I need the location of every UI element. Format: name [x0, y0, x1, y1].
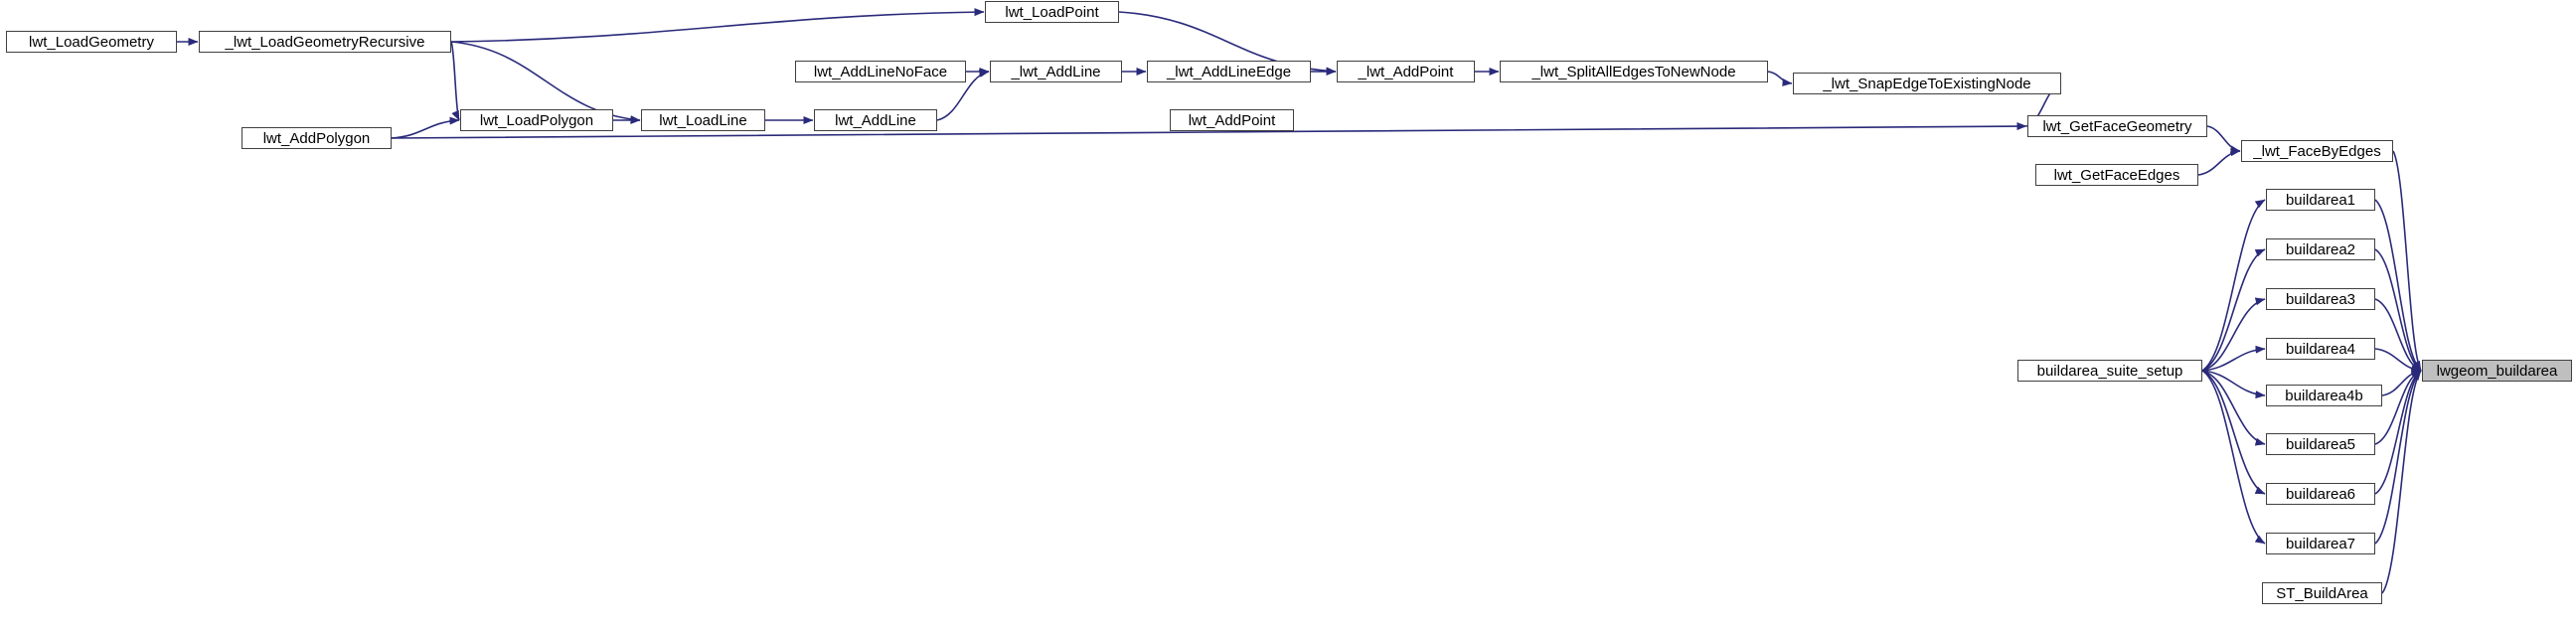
- graph-node-lwt_LoadGeometry[interactable]: lwt_LoadGeometry: [6, 31, 177, 53]
- call-edge-ST_BuildArea-to-lwgeom_buildarea: [2381, 370, 2422, 594]
- call-edge-buildarea4-to-lwgeom_buildarea: [2374, 348, 2422, 374]
- call-edge-buildarea_suite_setup-to-buildarea4: [2201, 345, 2266, 372]
- graph-node-buildarea_suite_setup[interactable]: buildarea_suite_setup: [2017, 360, 2202, 382]
- graph-node-label: _lwt_AddLineEdge: [1166, 63, 1292, 80]
- graph-node-label: lwt_LoadGeometry: [29, 33, 154, 51]
- graph-node-label: _lwt_AddPoint: [1358, 63, 1454, 80]
- graph-node-label: buildarea_suite_setup: [2036, 362, 2183, 380]
- graph-node-label: lwt_AddPoint: [1188, 111, 1276, 129]
- graph-node-label: buildarea6: [2285, 485, 2356, 503]
- graph-node-label: lwgeom_buildarea: [2436, 362, 2558, 380]
- call-edge-buildarea5-to-lwgeom_buildarea: [2374, 370, 2422, 445]
- graph-node-label: lwt_LoadPolygon: [479, 111, 594, 129]
- graph-node-buildarea4b[interactable]: buildarea4b: [2266, 385, 2382, 406]
- graph-node-buildarea6[interactable]: buildarea6: [2266, 483, 2375, 505]
- graph-node-lwgeom_buildarea[interactable]: lwgeom_buildarea: [2422, 360, 2572, 382]
- call-edge-buildarea_suite_setup-to-buildarea5: [2201, 370, 2266, 446]
- call-edge-lwt_GetFaceGeometry-to-_lwt_FaceByEdges: [2206, 125, 2241, 154]
- call-edge-lwt_GetFaceEdges-to-_lwt_FaceByEdges: [2197, 148, 2241, 176]
- call-edge-buildarea_suite_setup-to-buildarea1: [2201, 199, 2266, 372]
- graph-node-lwt_AddPoint[interactable]: lwt_AddPoint: [1170, 109, 1294, 131]
- call-edge-buildarea_suite_setup-to-buildarea2: [2201, 248, 2266, 372]
- call-edge-buildarea2-to-lwgeom_buildarea: [2374, 248, 2422, 372]
- graph-node-ST_BuildArea[interactable]: ST_BuildArea: [2262, 582, 2382, 604]
- graph-node-label: buildarea3: [2285, 290, 2356, 308]
- call-edge-_lwt_LoadGeometryRecursive-to-lwt_LoadPolygon: [450, 41, 460, 121]
- graph-node-label: buildarea7: [2285, 535, 2356, 552]
- graph-node-buildarea5[interactable]: buildarea5: [2266, 433, 2375, 455]
- graph-node-label: lwt_AddLine: [835, 111, 916, 129]
- graph-node-lwt_LoadPoint[interactable]: lwt_LoadPoint: [985, 1, 1119, 23]
- graph-node-label: ST_BuildArea: [2276, 584, 2368, 602]
- call-edge-buildarea_suite_setup-to-buildarea4b: [2201, 370, 2266, 399]
- graph-node-_lwt_AddLine[interactable]: _lwt_AddLine: [990, 61, 1122, 82]
- graph-node-_lwt_SplitAllEdgesToNewNode[interactable]: _lwt_SplitAllEdgesToNewNode: [1500, 61, 1768, 82]
- graph-node-lwt_AddLineNoFace[interactable]: lwt_AddLineNoFace: [795, 61, 966, 82]
- graph-node-buildarea1[interactable]: buildarea1: [2266, 189, 2375, 211]
- graph-node-label: lwt_AddPolygon: [262, 129, 371, 147]
- call-edge-_lwt_SplitAllEdgesToNewNode-to-_lwt_SnapEdgeToExistingNode: [1767, 71, 1793, 86]
- call-edge-buildarea3-to-lwgeom_buildarea: [2374, 298, 2422, 372]
- graph-node-label: _lwt_SplitAllEdgesToNewNode: [1531, 63, 1736, 80]
- graph-node-label: lwt_GetFaceEdges: [2053, 166, 2180, 184]
- graph-node-_lwt_LoadGeometryRecursive[interactable]: _lwt_LoadGeometryRecursive: [199, 31, 451, 53]
- graph-node-label: buildarea4b: [2285, 387, 2363, 404]
- graph-node-label: buildarea4: [2285, 340, 2356, 358]
- graph-node-_lwt_AddPoint[interactable]: _lwt_AddPoint: [1337, 61, 1475, 82]
- call-edge-_lwt_FaceByEdges-to-lwgeom_buildarea: [2392, 150, 2422, 372]
- graph-node-lwt_AddPolygon[interactable]: lwt_AddPolygon: [242, 127, 392, 149]
- call-edge-lwt_AddPolygon-to-lwt_LoadPolygon: [391, 116, 460, 139]
- graph-node-lwt_GetFaceGeometry[interactable]: lwt_GetFaceGeometry: [2027, 115, 2207, 137]
- graph-node-_lwt_SnapEdgeToExistingNode[interactable]: _lwt_SnapEdgeToExistingNode: [1793, 73, 2061, 94]
- call-edge-buildarea4b-to-lwgeom_buildarea: [2381, 368, 2422, 396]
- graph-node-label: buildarea2: [2285, 240, 2356, 258]
- graph-node-buildarea7[interactable]: buildarea7: [2266, 533, 2375, 554]
- graph-node-label: lwt_AddLineNoFace: [813, 63, 948, 80]
- graph-node-label: buildarea1: [2285, 191, 2356, 209]
- graph-node-lwt_GetFaceEdges[interactable]: lwt_GetFaceEdges: [2035, 164, 2198, 186]
- graph-node-buildarea3[interactable]: buildarea3: [2266, 288, 2375, 310]
- graph-node-_lwt_FaceByEdges[interactable]: _lwt_FaceByEdges: [2241, 140, 2393, 162]
- call-edge-_lwt_LoadGeometryRecursive-to-lwt_LoadPoint: [450, 8, 985, 43]
- graph-node-label: _lwt_AddLine: [1011, 63, 1101, 80]
- call-edge-buildarea_suite_setup-to-buildarea3: [2201, 297, 2266, 372]
- graph-node-label: _lwt_LoadGeometryRecursive: [225, 33, 425, 51]
- graph-node-label: _lwt_SnapEdgeToExistingNode: [1823, 75, 2031, 92]
- graph-node-label: _lwt_FaceByEdges: [2253, 142, 2381, 160]
- graph-node-lwt_AddLine[interactable]: lwt_AddLine: [814, 109, 937, 131]
- graph-node-_lwt_AddLineEdge[interactable]: _lwt_AddLineEdge: [1147, 61, 1311, 82]
- graph-node-label: lwt_LoadLine: [659, 111, 747, 129]
- graph-node-lwt_LoadLine[interactable]: lwt_LoadLine: [641, 109, 765, 131]
- graph-node-buildarea4[interactable]: buildarea4: [2266, 338, 2375, 360]
- graph-node-buildarea2[interactable]: buildarea2: [2266, 238, 2375, 260]
- call-edge-buildarea_suite_setup-to-buildarea6: [2201, 370, 2266, 495]
- call-edge-buildarea1-to-lwgeom_buildarea: [2374, 199, 2422, 372]
- graph-node-lwt_LoadPolygon[interactable]: lwt_LoadPolygon: [460, 109, 613, 131]
- graph-node-label: lwt_LoadPoint: [1005, 3, 1099, 21]
- call-edge-buildarea_suite_setup-to-buildarea7: [2201, 370, 2266, 545]
- graph-node-label: buildarea5: [2285, 435, 2356, 453]
- graph-node-label: lwt_GetFaceGeometry: [2042, 117, 2192, 135]
